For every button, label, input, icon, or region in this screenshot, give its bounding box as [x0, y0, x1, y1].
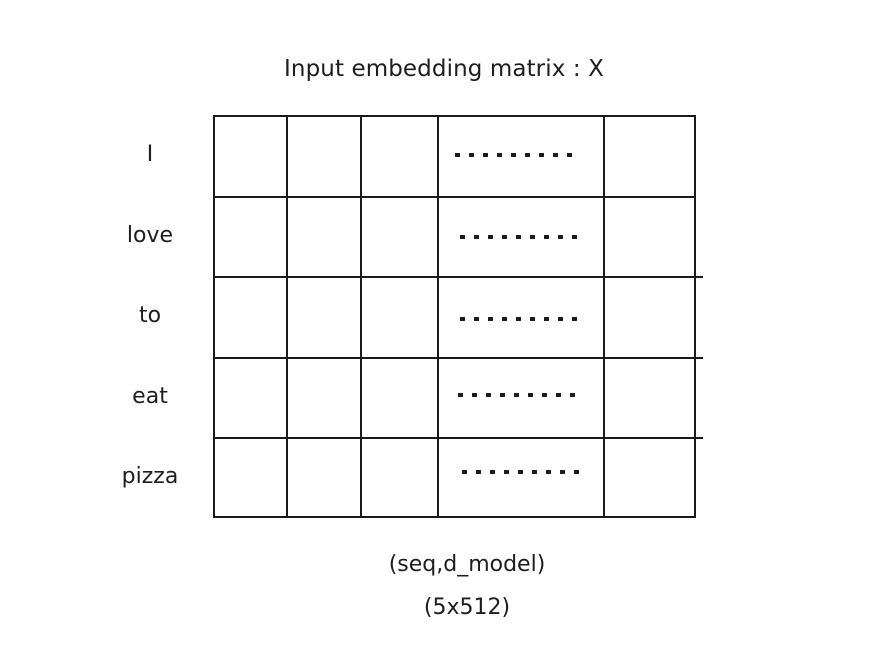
ellipsis-dots-row-1	[460, 232, 577, 242]
matrix-row-divider-3	[213, 356, 696, 359]
ellipsis-dot	[490, 469, 495, 475]
ellipsis-dot	[488, 234, 493, 240]
ellipsis-dot	[558, 234, 563, 240]
ellipsis-dot	[567, 152, 572, 158]
matrix-edge-tick-2	[696, 276, 703, 279]
ellipsis-dot	[530, 316, 535, 322]
row-label-2: to	[138, 303, 162, 329]
ellipsis-dot	[544, 316, 549, 322]
ellipsis-dot	[572, 316, 577, 322]
ellipsis-dot	[544, 234, 549, 240]
ellipsis-dot	[500, 392, 505, 398]
ellipsis-dot	[539, 152, 544, 158]
row-label-0: I	[146, 142, 154, 167]
ellipsis-dots-row-2	[460, 314, 577, 324]
embedding-matrix-grid	[213, 115, 703, 518]
ellipsis-dot	[532, 469, 537, 475]
ellipsis-dots-row-4	[462, 467, 579, 477]
ellipsis-dot	[502, 234, 507, 240]
ellipsis-dot	[516, 316, 521, 322]
matrix-row-divider-4	[213, 437, 696, 440]
row-label-3: eat	[132, 383, 168, 409]
ellipsis-dot	[474, 234, 479, 240]
ellipsis-dot	[486, 392, 491, 398]
ellipsis-dot	[560, 469, 565, 475]
matrix-edge-tick-4	[696, 437, 703, 440]
ellipsis-dot	[462, 469, 467, 475]
row-label-1: love	[126, 222, 174, 248]
ellipsis-dot	[525, 152, 530, 158]
row-label-4: pizza	[121, 464, 179, 490]
ellipsis-dot	[502, 316, 507, 322]
ellipsis-dot	[553, 152, 558, 158]
page-title-text: Input embedding matrix : X	[284, 56, 604, 82]
ellipsis-dot	[516, 234, 521, 240]
ellipsis-dot	[504, 469, 509, 475]
ellipsis-dot	[511, 152, 516, 158]
ellipsis-dot	[483, 152, 488, 158]
ellipsis-dot	[469, 152, 474, 158]
ellipsis-dot	[570, 392, 575, 398]
ellipsis-dots-row-3	[458, 390, 575, 400]
ellipsis-dot	[476, 469, 481, 475]
ellipsis-dot	[474, 316, 479, 322]
ellipsis-dot	[460, 316, 465, 322]
row-label-column: I love to eat pizza	[96, 115, 204, 518]
matrix-row-divider-2	[213, 276, 696, 279]
caption-shape: (seq,d_model)	[0, 552, 884, 577]
ellipsis-dot	[458, 392, 463, 398]
matrix-col-divider-2	[360, 115, 362, 518]
ellipsis-dot	[460, 234, 465, 240]
matrix-row-divider-1	[213, 195, 696, 198]
matrix-col-divider-3	[437, 115, 439, 518]
ellipsis-dot	[574, 469, 579, 475]
ellipsis-dot	[556, 392, 561, 398]
caption-shape-text: (seq,d_model)	[388, 552, 546, 577]
ellipsis-dot	[488, 316, 493, 322]
ellipsis-dot	[542, 392, 547, 398]
caption-dims: (5x512)	[0, 595, 884, 620]
ellipsis-dot	[558, 316, 563, 322]
ellipsis-dot	[514, 392, 519, 398]
ellipsis-dot	[497, 152, 502, 158]
ellipsis-dots-row-0	[455, 150, 572, 160]
caption-dims-text: (5x512)	[423, 595, 511, 620]
matrix-edge-tick-3	[696, 356, 703, 359]
ellipsis-dot	[546, 469, 551, 475]
ellipsis-dot	[472, 392, 477, 398]
ellipsis-dot	[528, 392, 533, 398]
ellipsis-dot	[530, 234, 535, 240]
matrix-col-divider-1	[286, 115, 288, 518]
matrix-col-divider-4	[603, 115, 605, 518]
matrix-outer-border	[213, 115, 696, 518]
ellipsis-dot	[518, 469, 523, 475]
page-title: Input embedding matrix : X	[0, 56, 884, 82]
ellipsis-dot	[455, 152, 460, 158]
ellipsis-dot	[572, 234, 577, 240]
